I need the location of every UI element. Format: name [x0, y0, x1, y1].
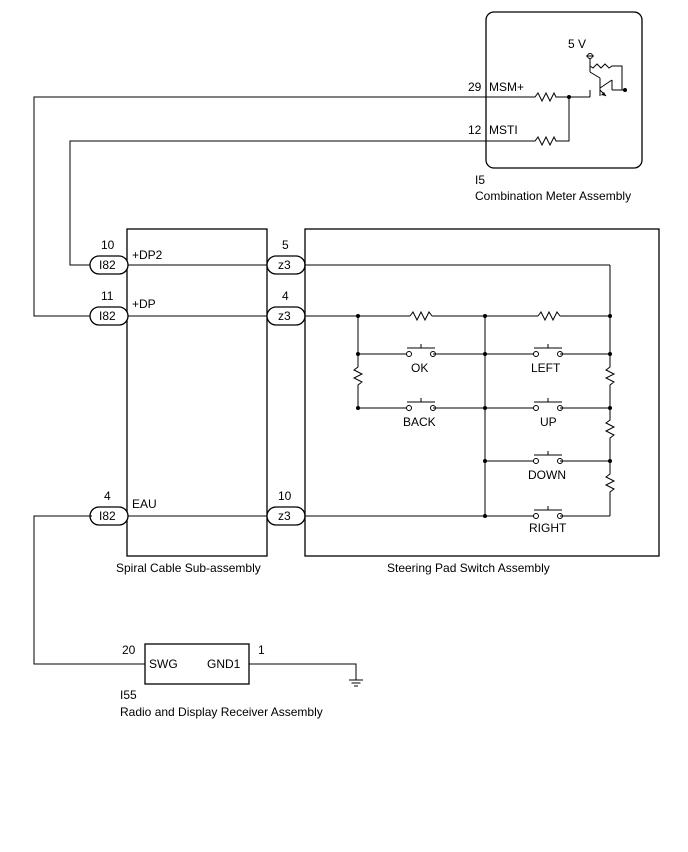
- meter-pin-12-number: 12: [468, 123, 482, 137]
- connector-i82-eau-label: I82: [99, 509, 116, 523]
- meter-supply-label: 5 V: [568, 37, 586, 51]
- spiral-pin-4-number: 4: [104, 489, 111, 503]
- connector-z3-5-label: z3: [278, 258, 291, 272]
- spiral-cable-sub-assembly: Spiral Cable Sub-assembly 10 I82 +DP2 11…: [89, 228, 306, 575]
- pad-resistor-right-2-icon: [604, 418, 616, 440]
- ground-icon: [349, 679, 363, 687]
- connector-z3-4-label: z3: [278, 309, 291, 323]
- switch-down-icon: [533, 451, 563, 464]
- combination-meter-assembly: 5 V 29 MSM+ 12 MSTI I5 Combinati: [468, 11, 643, 203]
- connector-i82-dp2-label: I82: [99, 258, 116, 272]
- radio-pin-20-number: 20: [122, 643, 136, 657]
- spiral-right-pin-4-number: 4: [282, 289, 289, 303]
- pad-resistor-left-icon: [352, 365, 364, 387]
- switch-back-label: BACK: [403, 415, 436, 429]
- pad-resistor-top-right-icon: [537, 310, 561, 322]
- spiral-pin-10-number: 10: [101, 238, 115, 252]
- wire-msm-to-dp: [33, 96, 486, 317]
- wire-msti-to-dp2: [69, 140, 486, 266]
- pad-resistor-right-1-icon: [604, 365, 616, 387]
- switch-right-label: RIGHT: [529, 521, 567, 535]
- switch-ok-icon: [406, 344, 436, 357]
- pullup-resistor-icon: [589, 63, 623, 90]
- meter-code: I5: [475, 173, 485, 187]
- steering-pad-name: Steering Pad Switch Assembly: [387, 561, 550, 575]
- switch-up-label: UP: [540, 415, 557, 429]
- meter-pin-29-number: 29: [468, 80, 482, 94]
- spiral-cable-box: [126, 228, 268, 557]
- msti-resistor-icon: [486, 97, 570, 147]
- switch-back-icon: [406, 398, 436, 411]
- spiral-right-pin-10-number: 10: [278, 489, 292, 503]
- switch-right-icon: [533, 506, 563, 519]
- meter-node-dot: [623, 88, 627, 92]
- radio-pin-1-number: 1: [258, 643, 265, 657]
- spiral-pin-11-number: 11: [101, 289, 114, 303]
- spiral-pin-dp-label: +DP: [132, 297, 156, 311]
- connector-i82-dp-label: I82: [99, 309, 116, 323]
- switch-up-icon: [533, 398, 563, 411]
- msm-resistor-icon: [486, 91, 590, 103]
- pad-resistor-right-3-icon: [604, 472, 616, 494]
- spiral-cable-name: Spiral Cable Sub-assembly: [116, 561, 261, 575]
- switch-down-label: DOWN: [528, 468, 566, 482]
- switch-ok-label: OK: [411, 361, 428, 375]
- meter-pin-msti-label: MSTI: [489, 123, 518, 137]
- radio-code: I55: [120, 688, 137, 702]
- switch-left-label: LEFT: [531, 361, 561, 375]
- steering-pad-switch-assembly: Steering Pad Switch Assembly: [304, 228, 660, 575]
- meter-pin-msm-label: MSM+: [489, 80, 524, 94]
- meter-name: Combination Meter Assembly: [475, 189, 631, 203]
- connector-i82-dp: [89, 306, 129, 326]
- combination-meter-box: [485, 11, 643, 169]
- spiral-right-pin-5-number: 5: [282, 238, 289, 252]
- pad-resistor-top-left-icon: [409, 310, 433, 322]
- steering-pad-box: [304, 228, 660, 557]
- wire-gnd1-to-ground: [249, 663, 357, 680]
- wire-eau-to-swg: [33, 515, 145, 665]
- radio-pin-gnd1-label: GND1: [207, 657, 241, 671]
- connector-i82-dp2: [89, 255, 129, 275]
- connector-z3-10-label: z3: [278, 509, 291, 523]
- radio-pin-swg-label: SWG: [149, 657, 178, 671]
- spiral-pin-eau-label: EAU: [132, 497, 157, 511]
- radio-name: Radio and Display Receiver Assembly: [120, 705, 323, 719]
- switch-left-icon: [533, 344, 563, 357]
- radio-display-receiver-assembly: 20 SWG 1 GND1 I55 Radio and Display Rece…: [120, 643, 363, 719]
- spiral-pin-dp2-label: +DP2: [132, 248, 163, 262]
- transistor-icon: [589, 66, 625, 97]
